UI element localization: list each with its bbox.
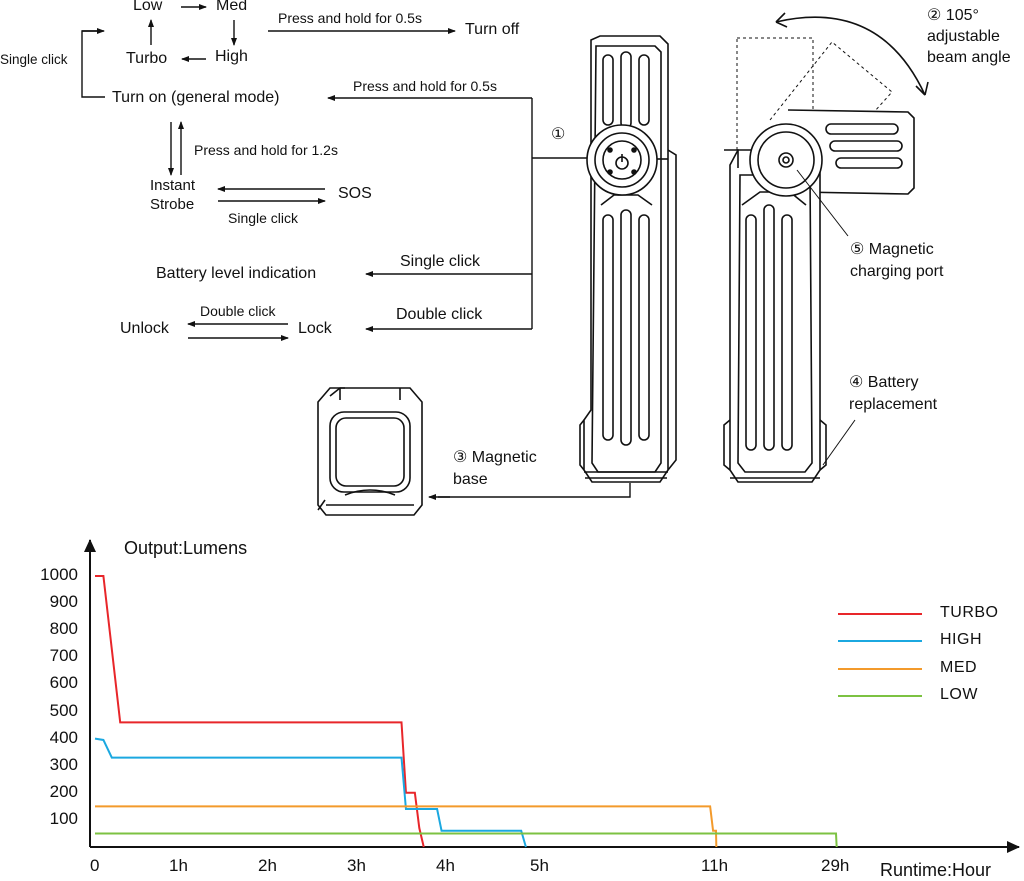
leader-charging (796, 169, 849, 237)
y-tick-label: 400 (49, 727, 78, 747)
double-click-lock-label: Double click (396, 306, 483, 323)
callout-1-power-button: ① (551, 126, 566, 143)
turn-off-label: Turn off (465, 21, 520, 38)
x-axis-title: Runtime:Hour (880, 860, 992, 880)
battery-level-label: Battery level indication (156, 265, 317, 282)
y-tick-label: 300 (49, 754, 78, 774)
magnetic-base-drawing (317, 387, 423, 516)
series-line-med (95, 805, 718, 848)
mode-low-label: Low (133, 0, 163, 14)
legend-label-low: LOW (940, 686, 978, 703)
x-tick-label: 1h (169, 856, 188, 875)
x-tick-label: 2h (258, 856, 277, 875)
y-axis-title: Output:Lumens (124, 538, 248, 558)
flow-arrows (81, 4, 631, 500)
instant-strobe-label: Instant Strobe (150, 177, 196, 213)
lock-label: Lock (298, 320, 332, 337)
single-click-bracket (81, 30, 105, 98)
series-line-low (95, 832, 838, 848)
x-tick-label: 5h (530, 856, 549, 875)
single-click-battery-label: Single click (400, 253, 481, 270)
mode-high-label: High (215, 48, 248, 65)
x-tick-label: 29h (821, 856, 850, 875)
turn-on-label: Turn on (general mode) (112, 89, 280, 106)
leader-magnetic-base (438, 483, 631, 498)
legend-label-med: MED (940, 659, 978, 676)
y-tick-label: 1000 (40, 565, 78, 584)
single-click-loop-label: Single click (0, 52, 68, 67)
x-tick-label: 0 (90, 856, 100, 875)
callout-5-charging-port: ⑤ Magnetic charging port (850, 241, 944, 280)
y-tick-label: 900 (49, 592, 78, 612)
double-click-unlock-label: Double click (200, 303, 276, 319)
x-tick-label: 4h (436, 856, 455, 875)
leader-battery (822, 419, 856, 466)
press-hold-on-label: Press and hold for 0.5s (353, 78, 497, 94)
mode-med-label: Med (216, 0, 248, 14)
series-line-turbo (95, 575, 425, 848)
unlock-label: Unlock (120, 320, 169, 337)
series-line-high (94, 737, 527, 848)
single-click-sos-label: Single click (228, 210, 299, 226)
legend-label-high: HIGH (940, 631, 982, 648)
x-tick-label: 11h (701, 856, 729, 875)
x-tick-label: 3h (347, 856, 366, 875)
y-tick-label: 700 (49, 646, 78, 666)
y-tick-label: 800 (49, 619, 78, 639)
callout-2-beam-angle: ② 105° adjustable beam angle (927, 7, 1011, 66)
flashlight-front (579, 35, 677, 483)
callout-3-magnetic-base: ③ Magnetic base (453, 449, 537, 488)
y-tick-label: 100 (49, 808, 78, 828)
y-tick-label: 200 (49, 781, 78, 801)
press-hold-off-label: Press and hold for 0.5s (278, 10, 422, 26)
callout-leaders (775, 12, 929, 466)
sos-label: SOS (338, 185, 372, 202)
beam-angle-arc (775, 16, 926, 96)
callout-4-battery-replacement: ④ Battery replacement (849, 374, 938, 413)
press-hold-strobe-label: Press and hold for 1.2s (194, 142, 338, 158)
series-group (94, 575, 838, 848)
legend-label-turbo: TURBO (940, 604, 999, 621)
flashlight-side (723, 37, 915, 483)
mode-turbo-label: Turbo (126, 50, 168, 67)
y-tick-label: 500 (49, 700, 78, 720)
runtime-chart (84, 539, 1020, 853)
y-tick-label: 600 (49, 673, 78, 693)
